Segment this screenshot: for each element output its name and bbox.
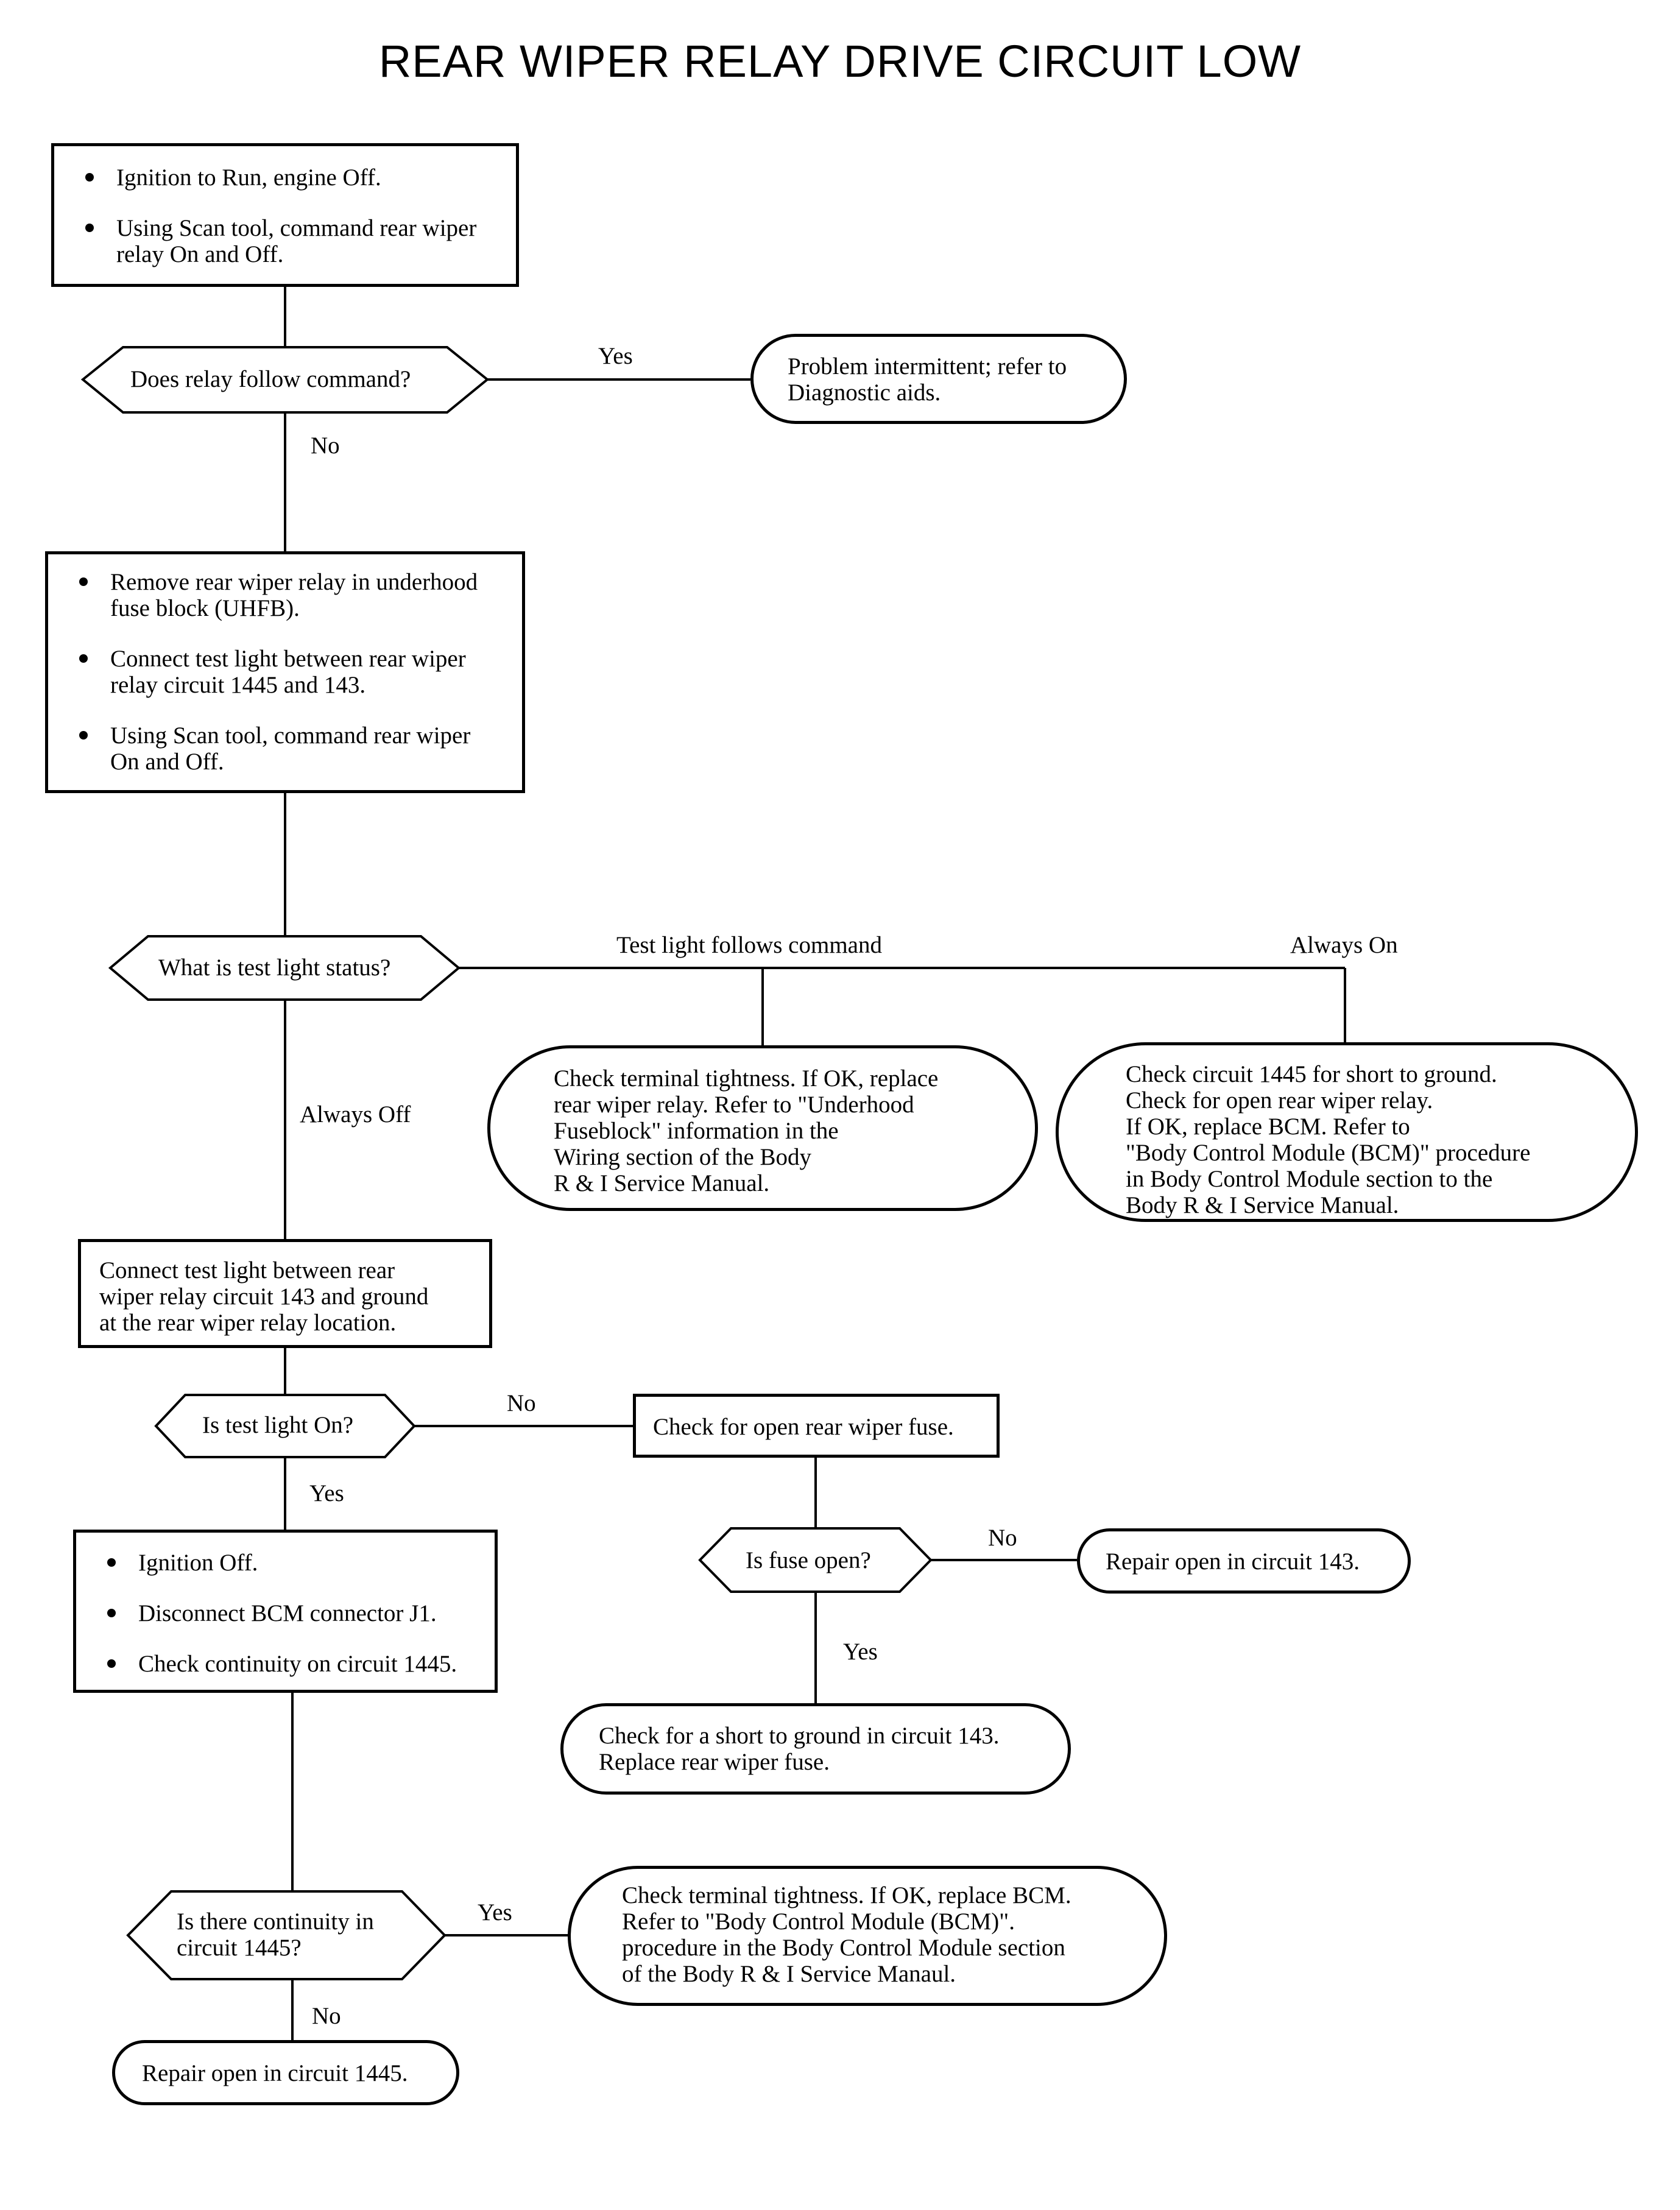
check-fuse-line1: Check for open rear wiper fuse. xyxy=(653,1414,954,1440)
step3-line2: wiper relay circuit 143 and ground xyxy=(99,1283,429,1310)
decision-test-light-on: Is test light On? xyxy=(202,1412,353,1438)
bullet-item: Disconnect BCM connector J1. xyxy=(93,1600,489,1626)
bullet-dot xyxy=(79,577,88,586)
label-d3-yes: Yes xyxy=(309,1480,344,1506)
label-d3-no: No xyxy=(507,1390,536,1416)
terminal-t6-line2: Refer to "Body Control Module (BCM)". xyxy=(622,1908,1015,1935)
terminal-t1-line1: Problem intermittent; refer to xyxy=(788,353,1067,380)
decision-d2-shape xyxy=(108,935,461,1001)
step4-item3-line1: Check continuity on circuit 1445. xyxy=(138,1651,457,1677)
terminal-t5-line1: Check for a short to ground in circuit 1… xyxy=(599,1723,1000,1749)
label-d4-yes: Yes xyxy=(843,1639,878,1665)
bullet-item: Ignition to Run, engine Off. xyxy=(71,164,504,191)
process-step-disconnect-bcm: Ignition Off. Disconnect BCM connector J… xyxy=(73,1530,498,1693)
terminal-check-short-replace-bcm: Check circuit 1445 for short to ground. … xyxy=(1056,1042,1638,1222)
terminal-problem-intermittent: Problem intermittent; refer to Diagnosti… xyxy=(750,334,1127,424)
terminal-t1-line2: Diagnostic aids. xyxy=(788,380,941,406)
decision-d2-line1: What is test light status? xyxy=(158,955,391,981)
decision-relay-follow-command: Does relay follow command? xyxy=(130,366,411,392)
step2-item1-line2: fuse block (UHFB). xyxy=(110,595,300,621)
label-d4-no: No xyxy=(988,1525,1017,1551)
step2-item3-line1: Using Scan tool, command rear wiper xyxy=(110,722,471,749)
step2-item1-line1: Remove rear wiper relay in underhood xyxy=(110,569,478,595)
terminal-t6-line4: of the Body R & I Service Manaul. xyxy=(622,1961,956,1987)
terminal-t4-line1: Repair open in circuit 143. xyxy=(1106,1548,1360,1575)
terminal-t3-line2: Check for open rear wiper relay. xyxy=(1126,1087,1433,1114)
terminal-check-short-143: Check for a short to ground in circuit 1… xyxy=(560,1703,1071,1795)
bullet-item: Using Scan tool, command rear wiper rela… xyxy=(71,215,504,267)
terminal-t6-line1: Check terminal tightness. If OK, replace… xyxy=(622,1882,1071,1908)
terminal-t2-line5: R & I Service Manual. xyxy=(554,1170,770,1196)
process-step-check-fuse: Check for open rear wiper fuse. xyxy=(633,1394,1000,1458)
bullet-dot xyxy=(85,224,94,232)
terminal-repair-open-1445: Repair open in circuit 1445. xyxy=(112,2040,459,2105)
step1-item1-line1: Ignition to Run, engine Off. xyxy=(116,164,381,191)
step3-line1: Connect test light between rear xyxy=(99,1257,395,1283)
decision-d1-line1: Does relay follow command? xyxy=(130,366,411,392)
bullet-item: Using Scan tool, command rear wiper On a… xyxy=(65,722,516,775)
step1-item2-line2: relay On and Off. xyxy=(116,241,284,267)
step2-item3-line2: On and Off. xyxy=(110,749,224,775)
page-title: REAR WIPER RELAY DRIVE CIRCUIT LOW xyxy=(378,36,1302,86)
label-d2-always-on: Always On xyxy=(1290,932,1398,958)
label-d1-yes: Yes xyxy=(598,343,633,369)
label-d5-yes: Yes xyxy=(478,1899,512,1926)
bullet-dot xyxy=(79,654,88,663)
process-step-ignition-run: Ignition to Run, engine Off. Using Scan … xyxy=(51,143,519,287)
label-d2-always-off: Always Off xyxy=(300,1101,411,1128)
bullet-dot xyxy=(107,1558,116,1567)
bullet-dot xyxy=(107,1659,116,1668)
step2-item2-line2: relay circuit 1445 and 143. xyxy=(110,672,366,698)
bullet-dot xyxy=(85,173,94,182)
decision-d5-line2: circuit 1445? xyxy=(177,1935,302,1961)
label-d2-follows-command: Test light follows command xyxy=(616,932,882,958)
terminal-t7-line1: Repair open in circuit 1445. xyxy=(142,2060,408,2086)
decision-fuse-open: Is fuse open? xyxy=(746,1547,871,1573)
step1-item2-line1: Using Scan tool, command rear wiper xyxy=(116,215,477,241)
bullet-item: Remove rear wiper relay in underhood fus… xyxy=(65,569,516,621)
terminal-t2-line3: Fuseblock" information in the xyxy=(554,1118,839,1144)
decision-d1-shape xyxy=(80,346,490,414)
terminal-t3-line4: "Body Control Module (BCM)" procedure xyxy=(1126,1140,1531,1166)
terminal-t2-line2: rear wiper relay. Refer to "Underhood xyxy=(554,1092,914,1118)
terminal-t6-line3: procedure in the Body Control Module sec… xyxy=(622,1935,1065,1961)
step2-item2-line1: Connect test light between rear wiper xyxy=(110,646,466,672)
terminal-t3-line1: Check circuit 1445 for short to ground. xyxy=(1126,1061,1497,1087)
decision-d5-line1: Is there continuity in xyxy=(177,1908,374,1935)
bullet-item: Connect test light between rear wiper re… xyxy=(65,646,516,698)
terminal-t3-line6: Body R & I Service Manual. xyxy=(1126,1192,1399,1218)
bullet-dot xyxy=(107,1609,116,1617)
terminal-t2-line4: Wiring section of the Body xyxy=(554,1144,812,1170)
terminal-t3-line5: in Body Control Module section to the xyxy=(1126,1166,1493,1192)
decision-test-light-status: What is test light status? xyxy=(158,955,390,981)
decision-d4-shape xyxy=(698,1527,933,1593)
decision-d4-line1: Is fuse open? xyxy=(746,1547,871,1573)
process-step-connect-test-light-ground: Connect test light between rear wiper re… xyxy=(78,1239,492,1348)
bullet-dot xyxy=(79,731,88,740)
step3-line3: at the rear wiper relay location. xyxy=(99,1310,397,1336)
terminal-t5-line2: Replace rear wiper fuse. xyxy=(599,1749,830,1775)
terminal-replace-bcm: Check terminal tightness. If OK, replace… xyxy=(568,1866,1167,2006)
terminal-t2-line1: Check terminal tightness. If OK, replace xyxy=(554,1065,939,1092)
step4-item2-line1: Disconnect BCM connector J1. xyxy=(138,1600,437,1626)
terminal-repair-open-143: Repair open in circuit 143. xyxy=(1077,1528,1411,1594)
step4-item1-line1: Ignition Off. xyxy=(138,1550,258,1576)
bullet-item: Ignition Off. xyxy=(93,1550,489,1576)
terminal-replace-relay: Check terminal tightness. If OK, replace… xyxy=(487,1045,1038,1211)
terminal-t3-line3: If OK, replace BCM. Refer to xyxy=(1126,1114,1410,1140)
decision-d3-shape xyxy=(154,1394,416,1458)
process-step-remove-relay: Remove rear wiper relay in underhood fus… xyxy=(45,551,525,793)
decision-d5-shape xyxy=(126,1890,446,1980)
label-d5-no: No xyxy=(312,2003,341,2029)
decision-continuity-1445: Is there continuity in circuit 1445? xyxy=(177,1908,374,1961)
bullet-item: Check continuity on circuit 1445. xyxy=(93,1651,489,1677)
label-d1-no: No xyxy=(311,432,340,459)
decision-d3-line1: Is test light On? xyxy=(202,1412,354,1438)
